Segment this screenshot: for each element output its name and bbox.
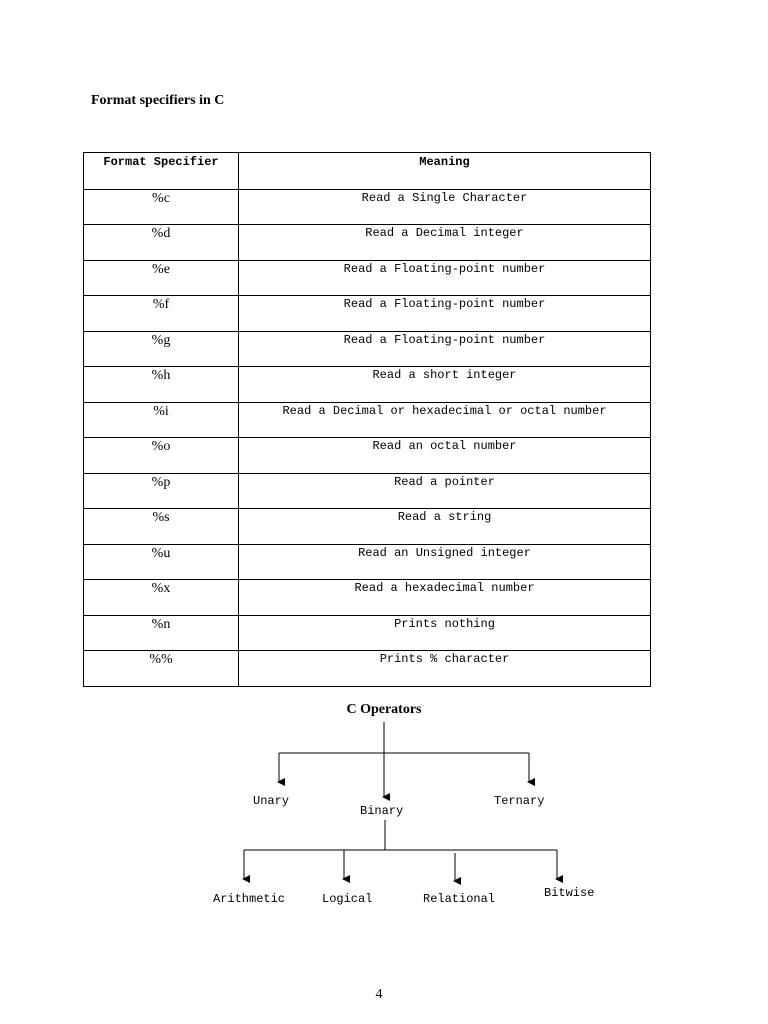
table-row: %%Prints % character — [83, 650, 651, 687]
header-meaning: Meaning — [238, 152, 651, 190]
format-specifier-cell: %g — [83, 330, 239, 367]
node-arithmetic: Arithmetic — [213, 892, 286, 906]
format-specifier-cell: %e — [83, 259, 239, 296]
node-binary: Binary — [360, 804, 404, 818]
node-bitwise: Bitwise — [544, 886, 595, 900]
node-relational: Relational — [423, 892, 496, 906]
meaning-cell: Read a pointer — [238, 472, 651, 509]
meaning-cell: Read a Single Character — [238, 188, 651, 225]
node-ternary: Ternary — [494, 794, 545, 808]
meaning-cell: Prints % character — [238, 650, 651, 687]
meaning-cell: Read a Decimal or hexadecimal or octal n… — [238, 401, 651, 438]
node-logical: Logical — [322, 892, 373, 906]
format-specifier-cell: %d — [83, 224, 239, 261]
table-header-row: Format Specifier Meaning — [83, 152, 651, 190]
header-format-specifier: Format Specifier — [83, 152, 239, 190]
meaning-cell: Read a Floating-point number — [238, 259, 651, 296]
node-unary: Unary — [253, 794, 290, 808]
meaning-cell: Read a Floating-point number — [238, 330, 651, 367]
meaning-cell: Read a Floating-point number — [238, 295, 651, 332]
meaning-cell: Read a string — [238, 508, 651, 545]
format-specifier-cell: %p — [83, 472, 239, 509]
format-specifier-cell: %o — [83, 437, 239, 474]
format-specifier-cell: %x — [83, 579, 239, 616]
meaning-cell: Read a short integer — [238, 366, 651, 403]
page-number: 4 — [375, 987, 383, 1002]
page-heading: Format specifiers in C — [91, 93, 225, 108]
format-specifier-cell: %c — [83, 188, 239, 225]
format-specifier-cell: %% — [83, 650, 239, 687]
diagram-title: C Operators — [346, 702, 422, 717]
